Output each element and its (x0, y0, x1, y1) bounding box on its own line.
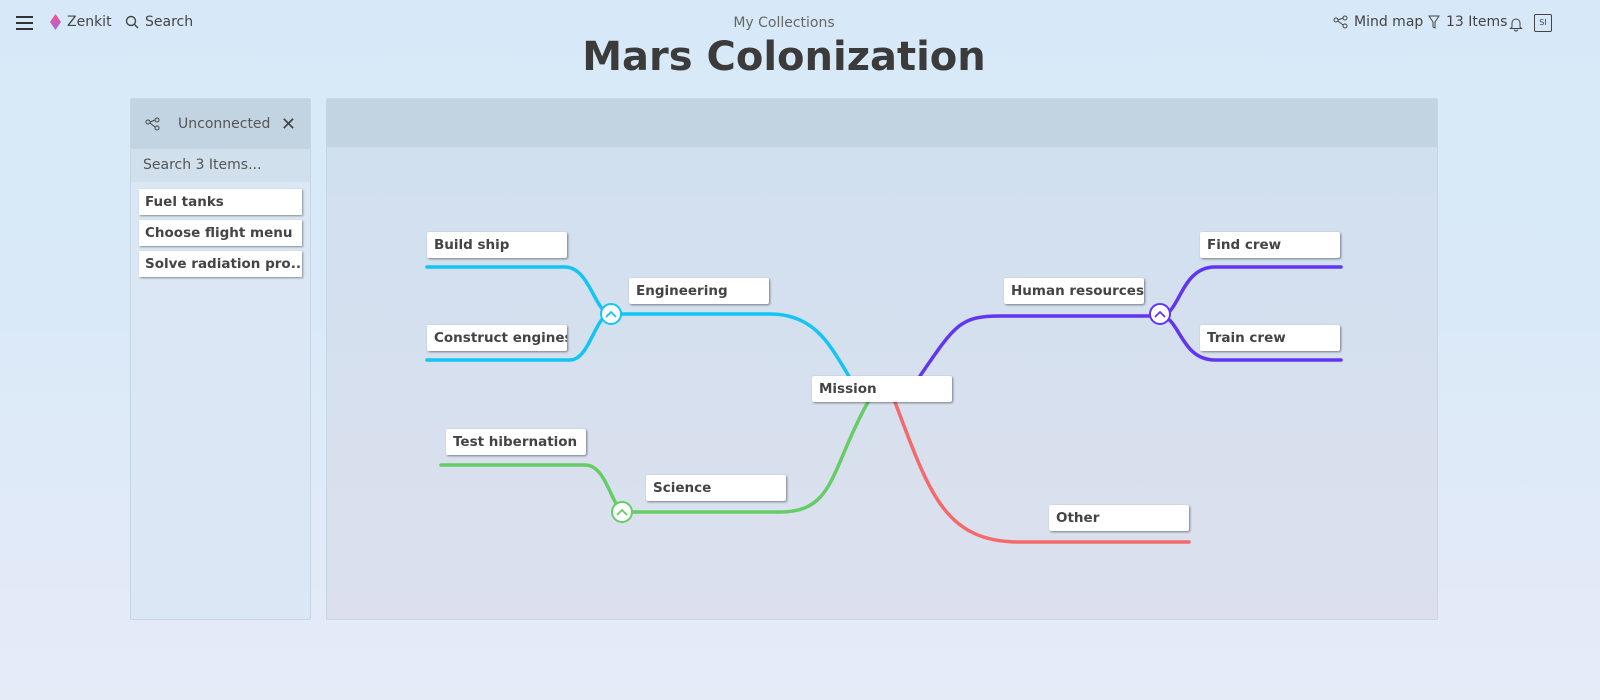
breadcrumb[interactable]: My Collections (733, 15, 835, 31)
brand[interactable]: Zenkit (50, 14, 112, 30)
filter-icon (1428, 15, 1440, 29)
view-label: Mind map (1354, 14, 1424, 30)
search-button[interactable]: Search (125, 14, 193, 30)
list-item[interactable]: Choose flight menu (139, 220, 302, 246)
list-item[interactable]: Fuel tanks (139, 189, 302, 215)
panel-title: Unconnected (178, 116, 271, 132)
node-other[interactable]: Other (1049, 505, 1189, 531)
mindmap-canvas[interactable] (326, 98, 1438, 620)
node-find-crew[interactable]: Find crew (1200, 232, 1340, 258)
node-science[interactable]: Science (646, 475, 786, 501)
node-engineering[interactable]: Engineering (629, 278, 769, 304)
node-human-resources[interactable]: Human resources (1004, 278, 1144, 304)
search-items-input[interactable]: Search 3 Items... (131, 149, 310, 182)
canvas-toolbar (327, 99, 1437, 147)
node-mission[interactable]: Mission (812, 376, 952, 402)
items-count: 13 Items (1446, 14, 1508, 30)
node-construct-engines[interactable]: Construct engines (427, 325, 567, 351)
page-title: Mars Colonization (582, 34, 986, 80)
search-icon (125, 15, 139, 29)
view-switch-button[interactable]: Mind map (1333, 14, 1423, 30)
menu-icon[interactable] (16, 16, 33, 30)
avatar[interactable]: SI (1534, 14, 1552, 32)
zenkit-logo-icon (50, 14, 61, 30)
node-train-crew[interactable]: Train crew (1200, 325, 1340, 351)
list-item[interactable]: Solve radiation pro... (139, 251, 302, 277)
close-icon[interactable]: ✕ (280, 113, 296, 135)
node-test-hibernation[interactable]: Test hibernation (446, 429, 586, 455)
brand-name: Zenkit (67, 14, 112, 30)
filter-button[interactable]: 13 Items (1428, 14, 1507, 30)
mindmap-icon (145, 117, 160, 131)
bell-icon[interactable] (1509, 16, 1523, 32)
unconnected-panel: Unconnected ✕ Search 3 Items... Fuel tan… (130, 98, 311, 620)
node-build-ship[interactable]: Build ship (427, 232, 567, 258)
mindmap-icon (1333, 15, 1348, 29)
search-label: Search (145, 14, 194, 30)
